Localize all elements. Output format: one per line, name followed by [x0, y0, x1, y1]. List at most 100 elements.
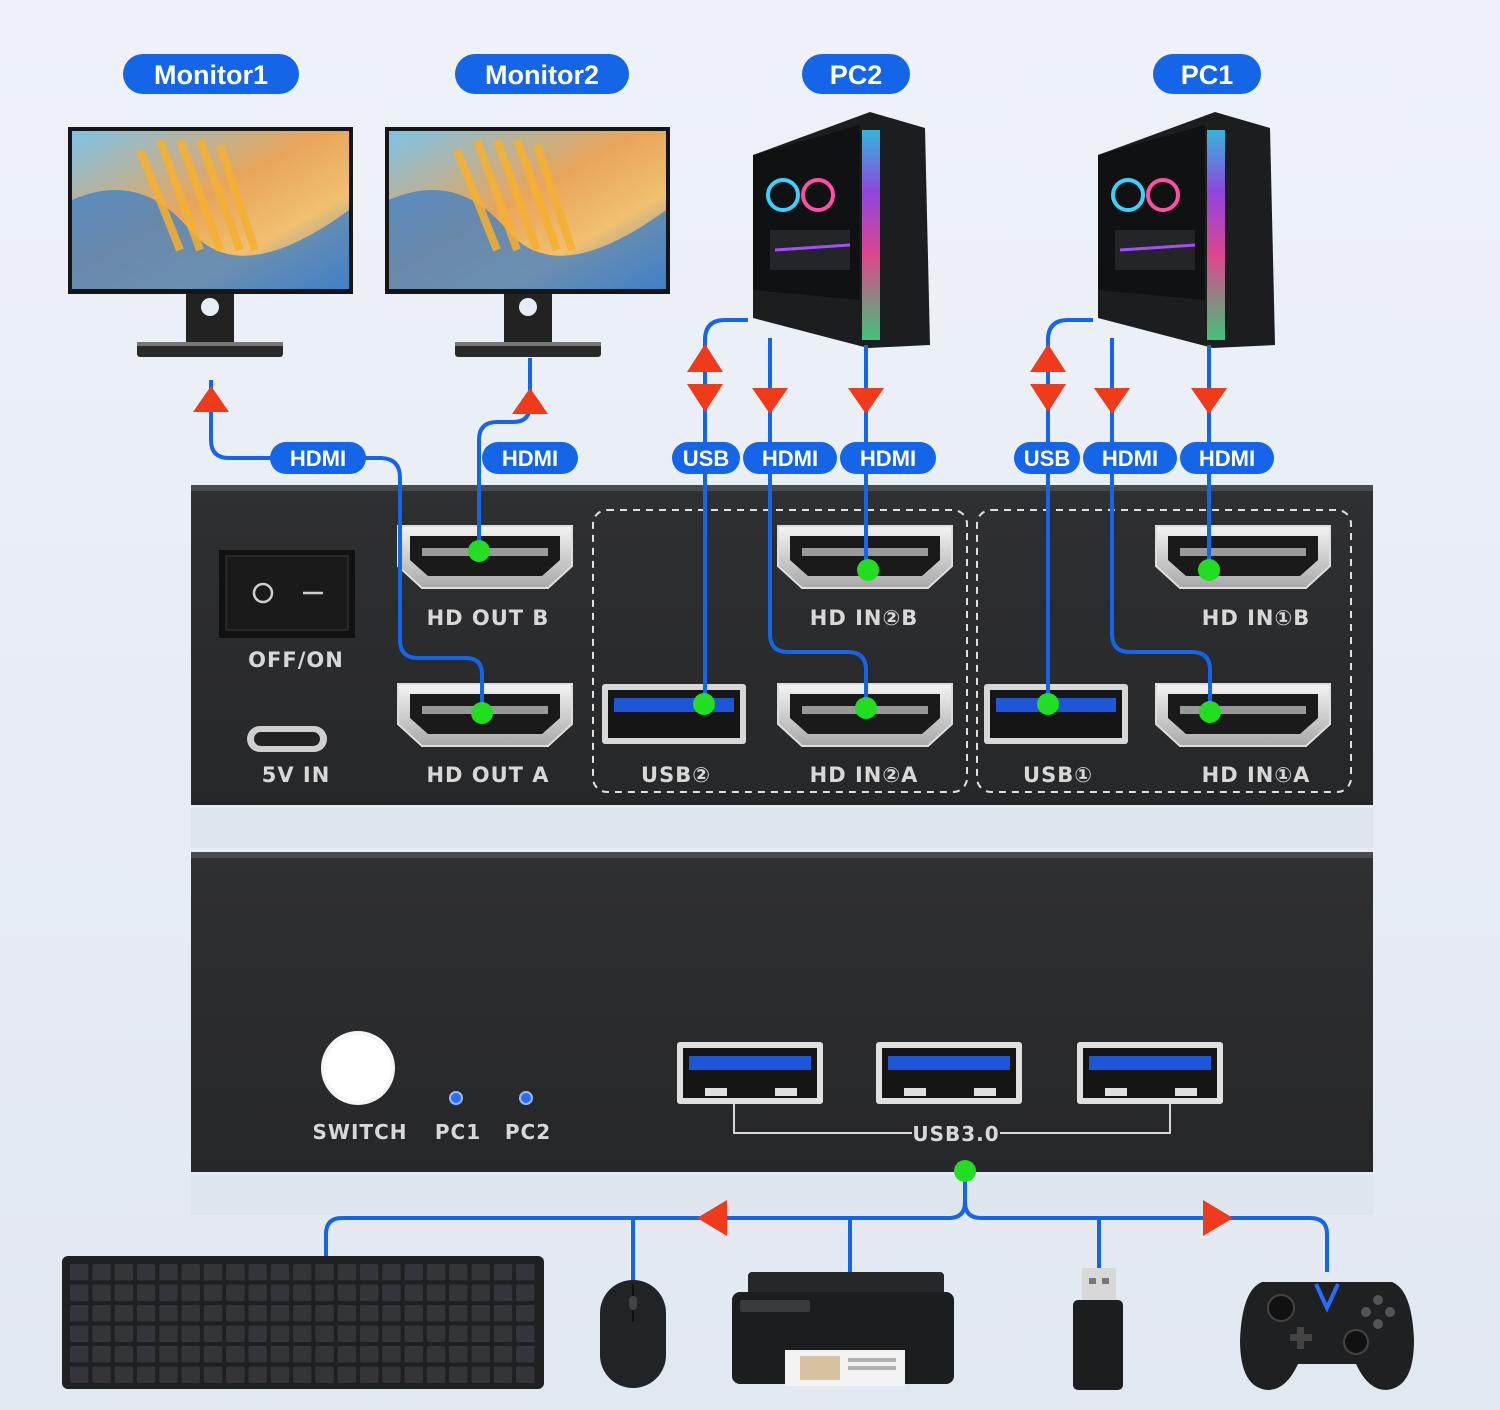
keyboard-key: [359, 1284, 379, 1301]
mouse-icon: [600, 1280, 666, 1388]
keyboard-key: [426, 1325, 446, 1342]
keyboard-key: [114, 1325, 134, 1342]
hd-in2-a-label: HD IN②A: [810, 763, 919, 787]
keyboard-key: [159, 1264, 178, 1281]
keyboard-key: [203, 1325, 223, 1342]
keyboard-key: [226, 1346, 245, 1363]
keyboard-key: [516, 1346, 535, 1363]
keyboard-key: [114, 1366, 134, 1383]
pc1-port-group: [976, 509, 1352, 793]
keyboard-key: [404, 1305, 423, 1322]
arrow-down-icon: [1030, 384, 1066, 412]
usb-port-1[interactable]: [984, 684, 1128, 744]
keyboard-key: [203, 1305, 223, 1322]
keyboard-key: [136, 1366, 156, 1383]
keyboard-key: [92, 1284, 111, 1301]
keyboard-key: [159, 1366, 178, 1383]
svg-text:HDMI: HDMI: [290, 446, 346, 471]
keyboard-key: [337, 1305, 357, 1322]
arrow-up-icon: [512, 388, 548, 414]
top-cable-lines: [209, 318, 1212, 713]
arrow-right-icon: [1203, 1200, 1233, 1236]
keyboard-key: [337, 1346, 357, 1363]
cable-pill-hdmi-pc2-b: HDMI: [840, 442, 936, 474]
keyboard-key: [449, 1284, 468, 1301]
svg-text:Monitor1: Monitor1: [154, 60, 268, 90]
cable-pill-hdmi-pc2-a: HDMI: [743, 442, 837, 474]
cable-pill-hdmi-monitor1: HDMI: [270, 442, 366, 474]
hd-in1-a-label: HD IN①A: [1202, 763, 1311, 787]
keyboard-key: [315, 1284, 334, 1301]
usb-hub-connection-dot: [954, 1160, 976, 1182]
keyboard-key: [426, 1305, 446, 1322]
keyboard-key: [270, 1264, 290, 1281]
keyboard-key: [114, 1346, 134, 1363]
monitor1-label: Monitor1: [123, 54, 299, 94]
arrow-down-icon: [848, 388, 884, 414]
usb-port-2[interactable]: [602, 684, 746, 744]
keyboard-key: [315, 1305, 334, 1322]
usb-c-power-port[interactable]: [247, 726, 327, 752]
usb30-label: USB3.0: [912, 1122, 999, 1146]
keyboard-key: [382, 1325, 401, 1342]
led-pc2-indicator: [519, 1091, 533, 1105]
keyboard-key: [181, 1366, 200, 1383]
svg-text:HDMI: HDMI: [502, 446, 558, 471]
keyboard-key: [248, 1346, 267, 1363]
gamepad-icon: [1240, 1282, 1414, 1390]
keyboard-key: [159, 1305, 178, 1322]
keyboard-key: [426, 1346, 446, 1363]
keyboard-key: [359, 1325, 379, 1342]
hdmi-port-hd-in1-b[interactable]: [1155, 525, 1331, 589]
keyboard-key: [382, 1264, 401, 1281]
keyboard-key: [203, 1346, 223, 1363]
keyboard-key: [516, 1264, 535, 1281]
keyboard-key: [270, 1366, 290, 1383]
keyboard-key: [293, 1284, 312, 1301]
keyboard-key: [181, 1305, 200, 1322]
keyboard-key: [293, 1264, 312, 1281]
keyboard-key: [248, 1264, 267, 1281]
hd-in1-b-label: HD IN①B: [1202, 606, 1311, 630]
keyboard-key: [293, 1325, 312, 1342]
keyboard-key: [136, 1264, 156, 1281]
arrow-up-icon: [1030, 344, 1066, 372]
svg-text:HDMI: HDMI: [860, 446, 916, 471]
keyboard-key: [426, 1366, 446, 1383]
keyboard-key: [114, 1305, 134, 1322]
svg-text:PC1: PC1: [1181, 60, 1234, 90]
hdmi-port-hd-in1-a[interactable]: [1155, 683, 1331, 747]
pc2-label: PC2: [802, 54, 910, 94]
svg-text:HDMI: HDMI: [1199, 446, 1255, 471]
arrow-left-icon: [697, 1200, 727, 1236]
keyboard-key: [404, 1346, 423, 1363]
front-usb-port-1[interactable]: [677, 1042, 823, 1104]
keyboard-key: [404, 1366, 423, 1383]
keyboard-key: [70, 1305, 89, 1322]
keyboard-key: [471, 1264, 490, 1281]
keyboard-key: [404, 1284, 423, 1301]
keyboard-key: [516, 1366, 535, 1383]
svg-text:PC2: PC2: [830, 60, 883, 90]
keyboard-key: [92, 1264, 111, 1281]
keyboard-key: [493, 1284, 513, 1301]
switch-button[interactable]: [321, 1031, 395, 1105]
keyboard-key: [337, 1264, 357, 1281]
keyboard-key: [293, 1366, 312, 1383]
keyboard-key: [248, 1305, 267, 1322]
pc2-tower-icon: [753, 112, 930, 348]
front-usb-port-2[interactable]: [876, 1042, 1022, 1104]
power-rocker-switch[interactable]: [219, 550, 355, 638]
keyboard-key: [337, 1366, 357, 1383]
keyboard-key: [449, 1264, 468, 1281]
keyboard-key: [315, 1346, 334, 1363]
front-usb-port-3[interactable]: [1077, 1042, 1223, 1104]
monitor2-icon: [385, 127, 670, 357]
keyboard-key: [493, 1346, 513, 1363]
keyboard-key: [293, 1346, 312, 1363]
keyboard-key: [181, 1346, 200, 1363]
keyboard-key: [70, 1366, 89, 1383]
keyboard-key: [270, 1305, 290, 1322]
keyboard-key: [337, 1284, 357, 1301]
